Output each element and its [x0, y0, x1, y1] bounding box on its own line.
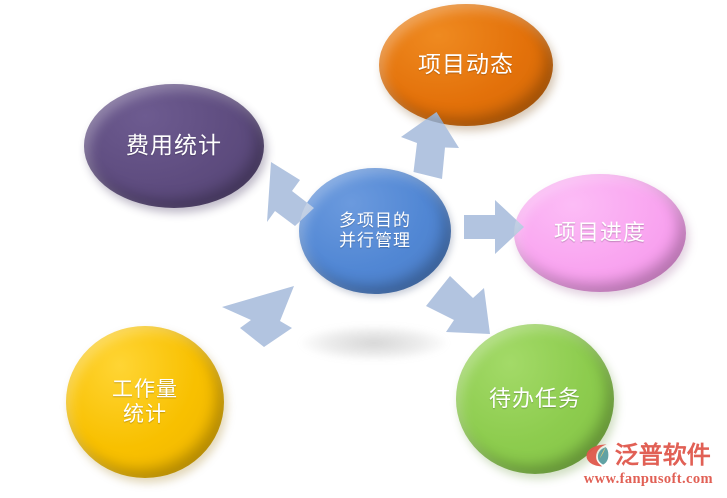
- logo-brand-text: 泛普软件: [614, 441, 711, 469]
- node-cost-statistics[interactable]: 费用统计: [84, 84, 264, 208]
- node-label: 多项目的 并行管理: [339, 210, 411, 250]
- node-workload-statistics[interactable]: 工作量 统计: [66, 326, 224, 478]
- logo-row: 泛普软件: [583, 441, 711, 469]
- watermark-logo: 泛普软件 www.fanpusoft.com: [583, 441, 713, 488]
- arrow-up-left-icon: [243, 160, 317, 230]
- node-project-progress[interactable]: 项目进度: [514, 174, 686, 292]
- fanpu-logo-icon: [586, 444, 609, 467]
- logo-url-text: www.fanpusoft.com: [583, 471, 713, 487]
- arrow-down-right-icon: [420, 272, 496, 348]
- hub-ground-shadow: [300, 325, 448, 361]
- node-pending-tasks[interactable]: 待办任务: [456, 324, 614, 474]
- node-label: 项目动态: [418, 52, 514, 78]
- arrow-up-icon: [392, 110, 468, 184]
- arrow-down-left-icon: [220, 280, 298, 352]
- node-project-dynamics[interactable]: 项目动态: [379, 4, 553, 126]
- node-label: 工作量 统计: [112, 377, 178, 426]
- node-label: 费用统计: [126, 133, 222, 159]
- node-label: 待办任务: [488, 386, 581, 412]
- node-label: 项目进度: [553, 220, 646, 246]
- arrow-right-icon: [462, 198, 526, 256]
- node-center-multi-project-parallel-management[interactable]: 多项目的 并行管理: [299, 168, 451, 294]
